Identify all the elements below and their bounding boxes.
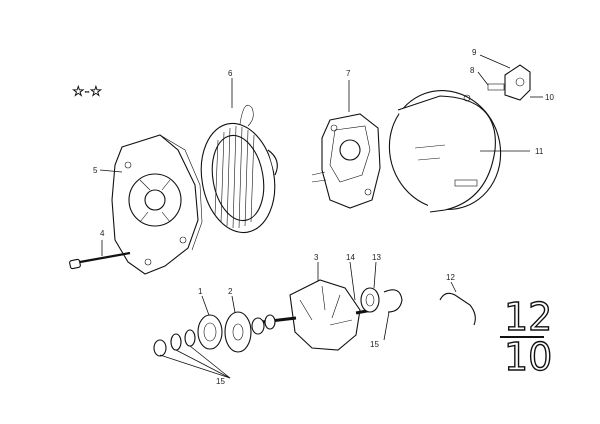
label-6: 6 [228,69,233,78]
part-13-bearing [360,261,380,313]
part-15-circlip [383,289,403,341]
page-number-bottom: 10 [504,335,552,379]
washers [153,314,276,379]
part-6-stator [200,78,278,234]
part-12-clip [439,281,476,326]
label-13: 13 [372,253,381,262]
label-5: 5 [93,166,98,175]
part-4-bolt [69,240,131,270]
label-8: 8 [470,66,475,75]
label-9: 9 [472,48,477,57]
star-icon: ☆-☆ [72,84,102,100]
label-4: 4 [100,229,105,238]
star-marks: ☆-☆ [72,84,103,101]
label-11: 11 [535,147,544,156]
label-15-right: 15 [370,340,379,349]
part-7-rectifier [311,80,381,209]
part-2-fan-plate [224,295,252,353]
label-1: 1 [198,287,203,296]
part-brush-holder [477,54,543,101]
label-7: 7 [346,69,351,78]
label-10: 10 [545,93,554,102]
part-5-end-housing [99,134,203,275]
label-12: 12 [446,273,455,282]
label-2: 2 [228,287,233,296]
part-3-rotor [261,262,373,351]
label-15-bottom: 15 [216,377,225,386]
label-3: 3 [314,253,319,262]
page-number: 12 10 [500,294,553,380]
label-14: 14 [346,253,355,262]
part-11-cover [388,90,530,213]
page-number-top: 12 [504,295,552,339]
part-1-bearing [197,295,223,350]
